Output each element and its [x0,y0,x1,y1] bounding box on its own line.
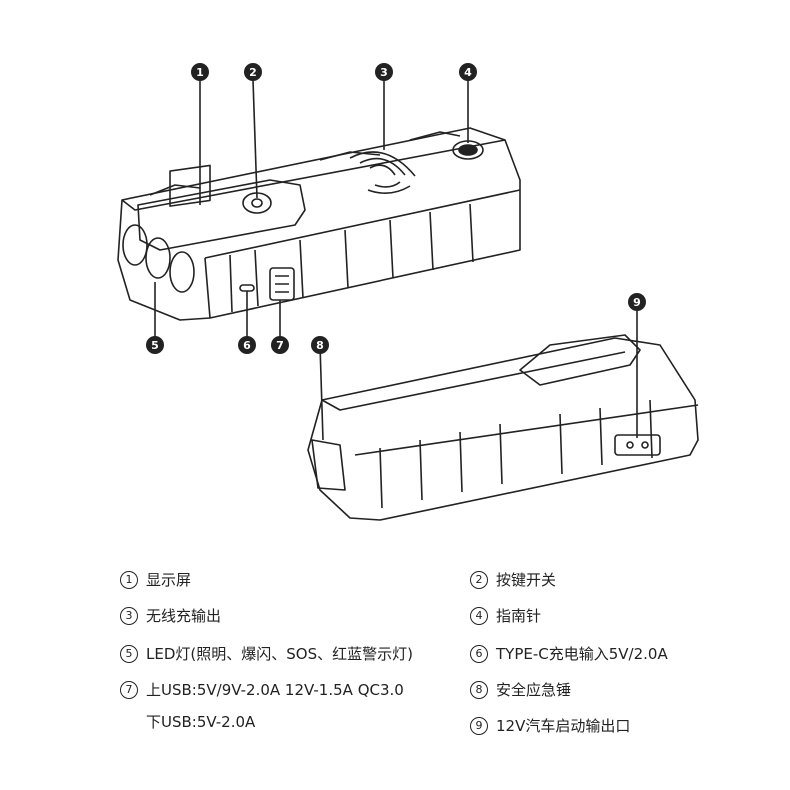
svg-text:1: 1 [196,66,204,79]
callout-8: 8 [311,336,329,354]
usb-port [269,267,295,301]
product-diagram: 1 2 3 4 5 6 7 8 9 [117,63,699,521]
callout-4: 4 [459,63,477,81]
callout-5: 5 [146,336,164,354]
type-c-port [239,284,255,292]
legend-text-1: 显示屏 [146,571,192,589]
legend: 1 显示屏 2 按键开关 3 无线充输出 4 指南针 5 LED灯(照明、爆闪、… [0,560,790,790]
callout-7: 7 [271,336,289,354]
svg-text:3: 3 [380,66,388,79]
device-front-view [117,79,521,340]
legend-item-8: 8 安全应急锤 [470,680,571,700]
callout-6: 6 [238,336,256,354]
display-screen [169,164,211,207]
legend-num-6: 6 [470,645,488,663]
legend-text-3: 无线充输出 [146,607,222,625]
svg-text:8: 8 [316,339,324,352]
legend-item-3: 3 无线充输出 [120,606,221,626]
legend-num-4: 4 [470,607,488,625]
legend-num-3: 3 [120,607,138,625]
legend-num-7: 7 [120,681,138,699]
legend-text-4: 指南针 [496,607,542,625]
legend-num-5: 5 [120,645,138,663]
callout-9: 9 [628,293,646,311]
callout-1: 1 [191,63,209,81]
legend-text-5: LED灯(照明、爆闪、SOS、红蓝警示灯) [146,645,413,663]
legend-text-9: 12V汽车启动输出口 [496,717,631,735]
callout-3: 3 [375,63,393,81]
legend-item-2: 2 按键开关 [470,570,556,590]
device-rear-view [307,305,699,521]
safety-hammer [311,439,346,491]
svg-text:2: 2 [249,66,257,79]
callout-badges: 1 2 3 4 5 6 7 8 9 [146,63,646,354]
svg-text:4: 4 [464,66,472,79]
legend-text-7b: 下USB:5V-2.0A [146,713,256,731]
legend-item-9: 9 12V汽车启动输出口 [470,716,630,736]
legend-num-9: 9 [470,717,488,735]
svg-text:6: 6 [243,339,251,352]
legend-item-6: 6 TYPE-C充电输入5V/2.0A [470,644,668,664]
legend-num-1: 1 [120,571,138,589]
svg-text:9: 9 [633,296,641,309]
legend-text-7: 上USB:5V/9V-2.0A 12V-1.5A QC3.0 [146,681,404,699]
legend-item-1: 1 显示屏 [120,570,191,590]
svg-text:5: 5 [151,339,159,352]
led-lights [122,224,195,293]
wireless-icon [349,151,416,194]
svg-text:7: 7 [276,339,284,352]
display-panel [137,179,306,251]
legend-text-2: 按键开关 [496,571,557,589]
legend-item-5: 5 LED灯(照明、爆闪、SOS、红蓝警示灯) [120,644,413,664]
legend-num-8: 8 [470,681,488,699]
legend-text-6: TYPE-C充电输入5V/2.0A [496,645,668,663]
callout-2: 2 [244,63,262,81]
legend-text-8: 安全应急锤 [496,681,572,699]
legend-item-7: 7 上USB:5V/9V-2.0A 12V-1.5A QC3.0 [120,680,404,700]
legend-num-2: 2 [470,571,488,589]
legend-item-4: 4 指南针 [470,606,541,626]
